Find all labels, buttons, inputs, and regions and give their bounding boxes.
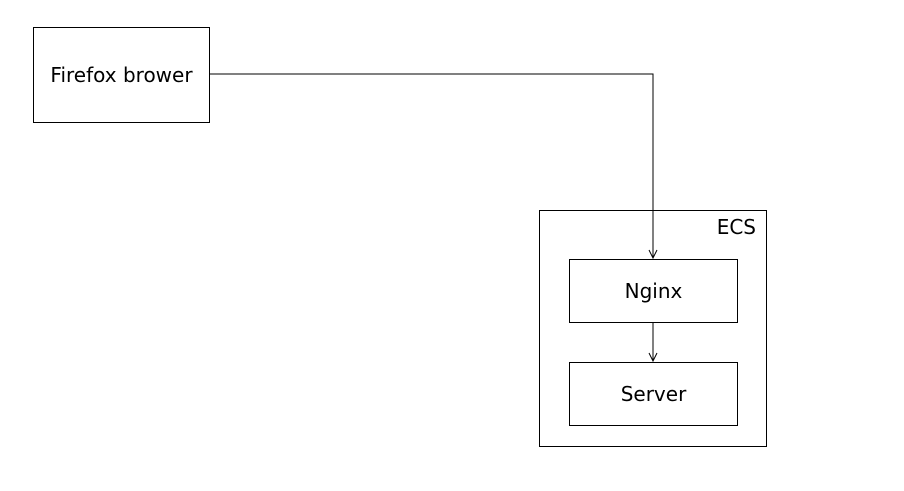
- ecs-label: ECS: [716, 215, 756, 239]
- nginx-label: Nginx: [624, 279, 683, 303]
- server-label: Server: [620, 382, 687, 406]
- firefox-browser-label: Firefox brower: [50, 63, 193, 87]
- edge-browser-to-nginx: [210, 73, 658, 260]
- firefox-browser-node: Firefox brower: [33, 27, 210, 123]
- server-node: Server: [569, 362, 738, 426]
- nginx-node: Nginx: [569, 259, 738, 323]
- arrowhead-icon: [648, 352, 658, 363]
- arrowhead-icon: [648, 249, 658, 260]
- ecs-group: ECS: [539, 210, 767, 447]
- edge-nginx-to-server: [648, 323, 658, 363]
